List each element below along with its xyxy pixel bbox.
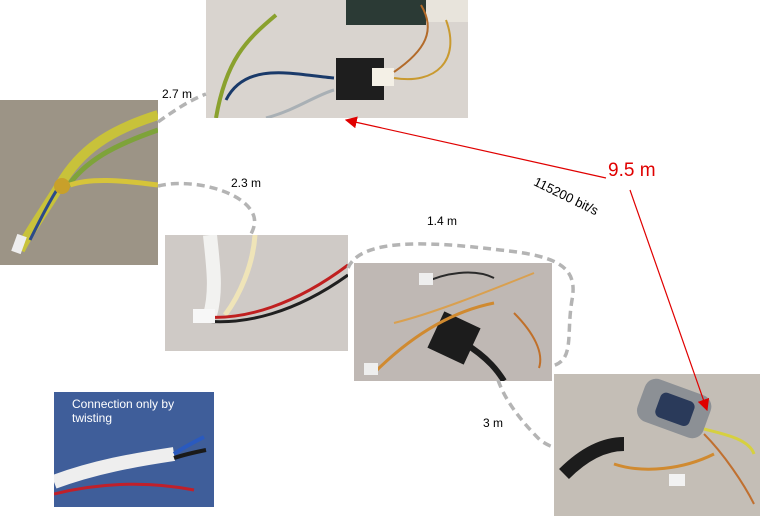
total-length-label: 9.5 m [608, 160, 656, 181]
segment-label-3: 1.4 m [427, 214, 458, 228]
segment-label-1: 2.7 m [162, 87, 193, 101]
photo-plug-wires [354, 263, 552, 381]
link-seg3 [346, 242, 575, 368]
link-seg2 [157, 181, 257, 237]
link-seg4 [496, 379, 556, 450]
arrow-to-adapter [629, 189, 710, 412]
segment-label-2: 2.3 m [231, 176, 262, 190]
arrow-to-board [344, 116, 607, 179]
link-seg1 [156, 92, 207, 124]
photo-twisted-connection-inset [54, 392, 214, 507]
photo-twisted-wire [0, 100, 158, 265]
photo-serial-board [206, 0, 468, 118]
inset-caption: Connection only by twisting [72, 397, 175, 425]
segment-label-4: 3 m [483, 416, 504, 430]
photo-usb-adapter [554, 374, 760, 516]
photo-cable-joint [165, 235, 348, 351]
